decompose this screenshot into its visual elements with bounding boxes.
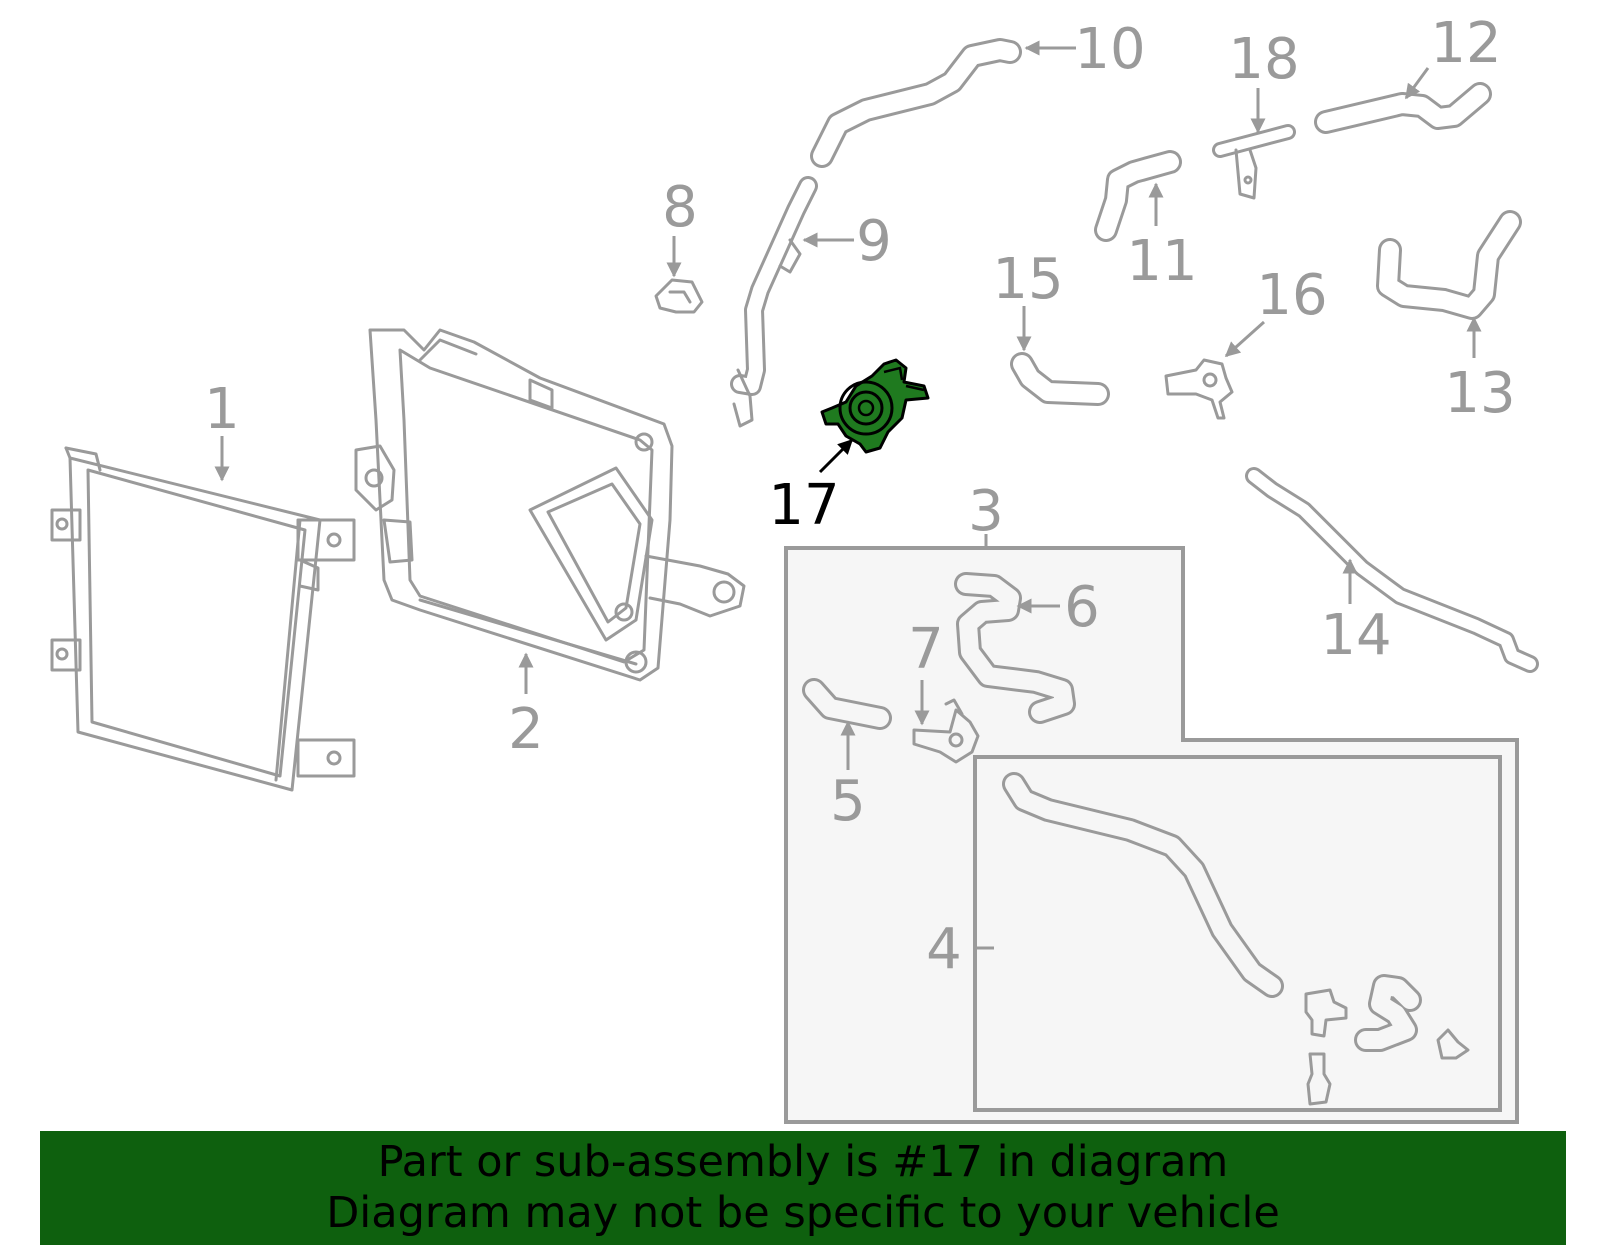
connector-part-7[interactable] (912, 698, 980, 764)
callout-8: 8 (662, 175, 698, 240)
hose-part-5[interactable] (802, 678, 892, 730)
pipe-part-14[interactable] (1245, 467, 1539, 673)
hose-part-13[interactable] (1376, 210, 1522, 320)
banner-line-2: Diagram may not be specific to your vehi… (326, 1188, 1280, 1238)
radiator-support-part-2[interactable] (354, 328, 746, 682)
callout-14: 14 (1320, 603, 1391, 668)
callout-17: 17 (768, 473, 839, 538)
callout-12: 12 (1430, 11, 1501, 76)
housing-part-17[interactable] (820, 358, 930, 454)
callout-9: 9 (856, 209, 892, 274)
hose-part-12[interactable] (1314, 82, 1492, 134)
highlighted-part-17[interactable] (820, 358, 930, 454)
hose-part-11[interactable] (1094, 150, 1182, 242)
callout-15: 15 (992, 247, 1063, 312)
callout-7: 7 (908, 617, 944, 682)
callout-18: 18 (1228, 27, 1299, 92)
callout-2: 2 (508, 697, 544, 762)
info-banner: Part or sub-assembly is #17 in diagram D… (40, 1131, 1566, 1245)
hose-part-15[interactable] (1010, 352, 1110, 406)
hose-part-4[interactable] (1002, 772, 1470, 1106)
callout-11: 11 (1126, 229, 1197, 294)
banner-line-1: Part or sub-assembly is #17 in diagram (377, 1137, 1229, 1187)
callout-4: 4 (926, 917, 962, 982)
tube-part-18[interactable] (1212, 124, 1296, 200)
leader-lines (214, 40, 1482, 950)
callout-16: 16 (1256, 263, 1327, 328)
callout-13: 13 (1444, 361, 1515, 426)
callout-1: 1 (204, 377, 240, 442)
hose-part-6[interactable] (954, 572, 1076, 724)
callout-labels: 1 2 3 4 5 6 7 8 9 10 11 12 13 14 15 16 1… (204, 11, 1515, 982)
cap-part-8[interactable] (654, 278, 704, 314)
radiator-part-1[interactable] (50, 446, 356, 792)
tube-part-9[interactable] (730, 176, 818, 428)
callout-3: 3 (968, 479, 1004, 544)
callout-10: 10 (1074, 17, 1145, 82)
hose-part-10[interactable] (810, 38, 1022, 168)
callout-6: 6 (1064, 575, 1100, 640)
connector-part-16[interactable] (1164, 358, 1234, 420)
callout-5: 5 (830, 769, 866, 834)
